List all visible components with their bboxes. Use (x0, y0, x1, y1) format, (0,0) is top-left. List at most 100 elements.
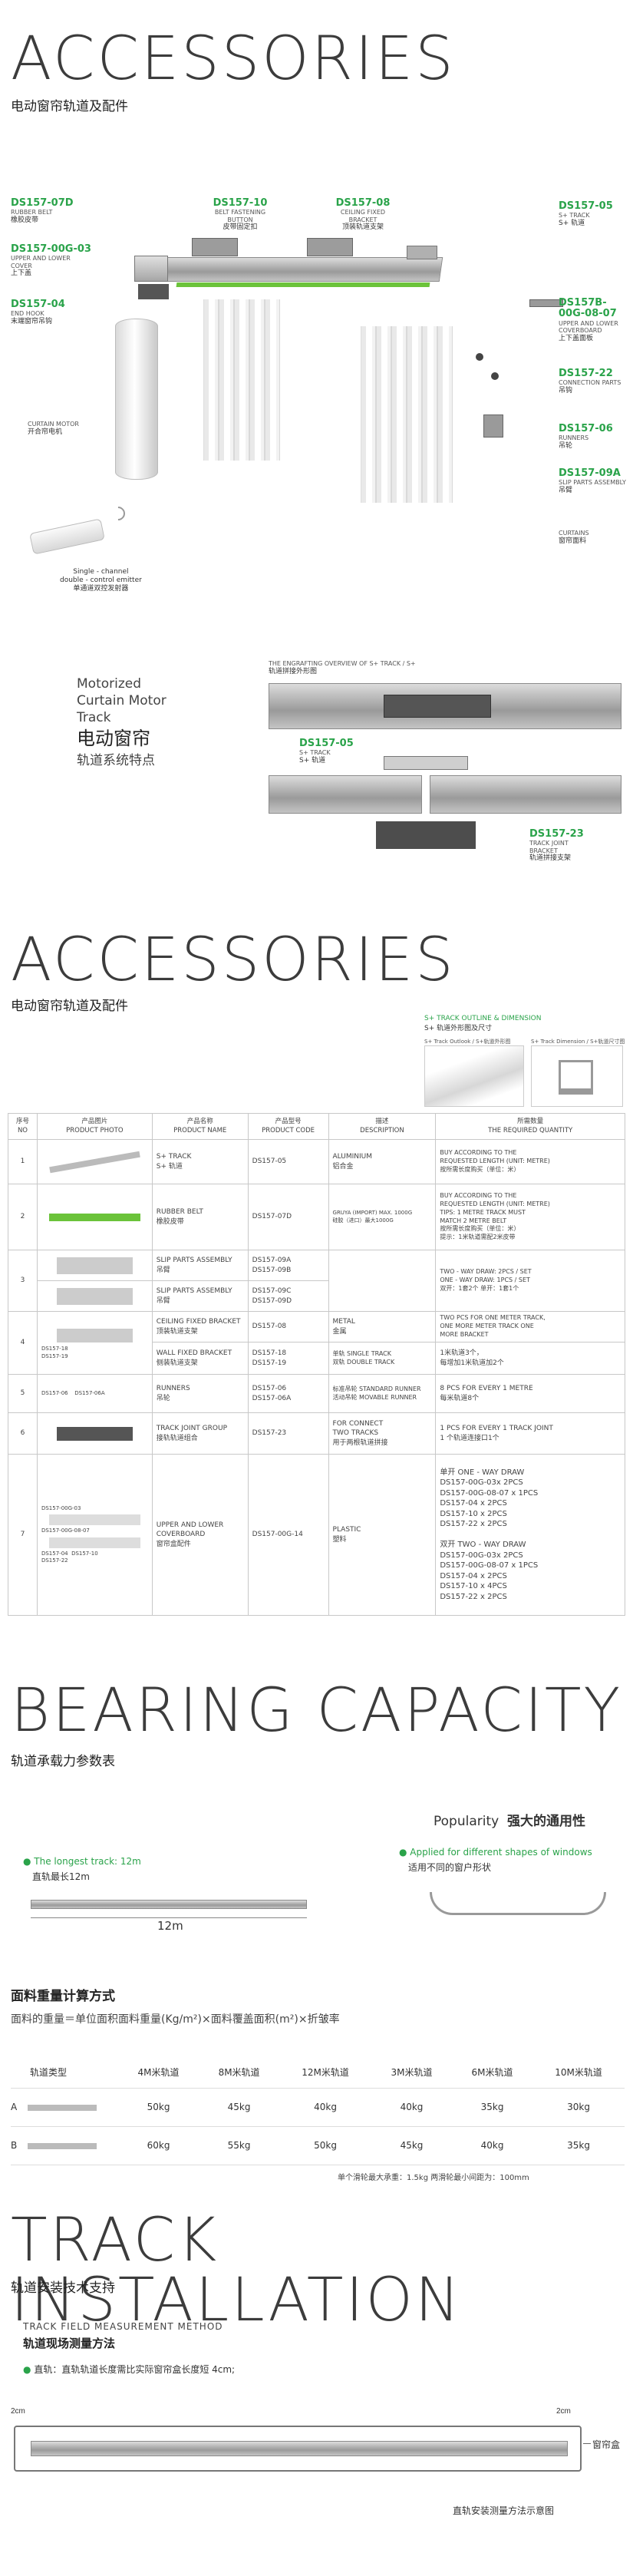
slip-part (483, 414, 503, 438)
track-dimension-image (531, 1045, 623, 1107)
straight-note: ● 直轨：直轨轨道长度需比实际窗帘盒长度短 4cm; (23, 2364, 236, 2375)
label-ds157-10: DS157-10 BELT FASTENING BUTTON 皮带固定扣 (213, 197, 268, 232)
label-ds157b-00g-08-07: DS157B-00G-08-07 UPPER AND LOWER COVERBO… (559, 297, 618, 342)
curtain-fabric-right (361, 326, 453, 503)
window-box-label: 窗帘盒 (592, 2439, 621, 2450)
pointer-line (583, 2443, 591, 2444)
span-line (31, 1917, 307, 1918)
curved-track-shape (430, 1892, 606, 1915)
applied-en: ● Applied for different shapes of window… (399, 1847, 592, 1858)
measure-method-en: TRACK FIELD MEASUREMENT METHOD (23, 2321, 223, 2332)
joint-bracket-top (384, 756, 468, 770)
label-ds157-00g-03: DS157-00G-03 UPPER AND LOWER COVER 上下盖 (11, 243, 91, 278)
table-row: WALL FIXED BRACKET 侧装轨道支架 DS157-18 DS157… (8, 1342, 625, 1375)
right-margin-label: 2cm (556, 2407, 571, 2416)
accessories-subtitle-2: 电动窗帘轨道及配件 (11, 999, 128, 1014)
label-ds157-08: DS157-08 CEILING FIXED BRACKET 顶装轨道支架 (335, 197, 391, 232)
table-row: SLIP PARTS ASSEMBLY 吊臂 DS157-09C DS157-0… (8, 1280, 625, 1312)
label-ds157-04: DS157-04 END HOOK 末端窗帘吊钩 (11, 299, 65, 325)
outline-right-caption: S+ Track Dimension / S+轨道尺寸图 (531, 1039, 625, 1045)
table-row: 1 S+ TRACK S+ 轨道 DS157-05 ALUMINIUM 铝合金 … (8, 1139, 625, 1184)
capacity-row: B 60kg 55kg 50kg 45kg 40kg 35kg (11, 2126, 625, 2165)
hook-icon (476, 353, 483, 361)
photo-cell (36, 1412, 153, 1455)
longest-track-rail (31, 1900, 307, 1909)
track-outlook-image (424, 1045, 524, 1107)
photo-cell (36, 1280, 153, 1312)
track-installation-subtitle: 轨道安装技术支持 (11, 2280, 115, 2296)
longest-track-cn: 直轨最长12m (32, 1871, 90, 1882)
capacity-table: 轨道类型 4M米轨道 8M米轨道 12M米轨道 3M米轨道 6M米轨道 10M米… (11, 2057, 625, 2165)
table-row: 3 SLIP PARTS ASSEMBLY 吊臂 DS157-09A DS157… (8, 1250, 625, 1312)
upper-cover (134, 256, 168, 282)
overview-label-ds157-05: DS157-05 S+ TRACK S+ 轨道 (299, 738, 354, 765)
label-remote: Single - channel double - control emitte… (60, 568, 142, 593)
end-cap (407, 246, 437, 259)
longest-track-en: ● The longest track: 12m (23, 1856, 141, 1867)
span-label: 12m (157, 1919, 183, 1933)
accessories-title-2: ACCESSORIES (11, 926, 456, 995)
label-ds157-07d: DS157-07D RUBBER BELT 橡胶皮带 (11, 197, 74, 224)
capacity-header-row: 轨道类型 4M米轨道 8M米轨道 12M米轨道 3M米轨道 6M米轨道 10M米… (11, 2057, 625, 2089)
signal-icon (108, 504, 128, 523)
table-row: 2 RUBBER BELT 橡胶皮带 DS157-07D GRUYA (IMPO… (8, 1184, 625, 1250)
bearing-capacity-title: BEARING CAPACITY (11, 1676, 623, 1745)
accessories-title: ACCESSORIES (11, 25, 456, 94)
photo-cell (36, 1184, 153, 1250)
photo-cell (36, 1139, 153, 1184)
table-row: 4 DS157-18 DS157-19 CEILING FIXED BRACKE… (8, 1311, 625, 1375)
overview-label-ds157-23: DS157-23 TRACK JOINT BRACKET 轨道拼接支架 (529, 828, 584, 863)
photo-cell: DS157-18 DS157-19 (36, 1311, 153, 1375)
curtain-fabric-left (203, 299, 280, 461)
overview-joint (384, 695, 491, 718)
popularity-heading: Popularity 强大的通用性 (434, 1814, 586, 1829)
measure-method-cn: 轨道现场测量方法 (23, 2337, 116, 2350)
track-installation-title: TRACK INSTALLATION (11, 2206, 463, 2335)
rubber-belt (176, 282, 430, 287)
ceiling-bracket (192, 238, 238, 256)
upper-lower-coverboard (529, 299, 563, 307)
label-ds157-05: DS157-05 S+ TRACK S+ 轨道 (559, 200, 613, 227)
label-curtains: CURTAINS 窗帘面料 (559, 530, 589, 545)
table-row: 5 DS157-06 DS157-06A RUNNERS 吊轮 DS157-06… (8, 1374, 625, 1413)
curtain-box (14, 2426, 582, 2472)
installed-track (31, 2441, 568, 2456)
bearing-capacity-subtitle: 轨道承载力参数表 (11, 1754, 115, 1769)
fabric-title: 面料重量计算方式 (11, 1989, 115, 2004)
applied-cn: 适用不同的窗户形状 (408, 1862, 492, 1873)
exploded-diagram (0, 184, 633, 614)
remote-emitter (29, 518, 105, 555)
photo-cell: DS157-06 DS157-06A (36, 1374, 153, 1413)
capacity-footnote: 单个滑轮最大承重：1.5kg 两滑轮最小间距为：100mm (338, 2174, 529, 2182)
install-caption: 直轨安装测量方法示意图 (453, 2505, 555, 2516)
capacity-table-wrap: 轨道类型 4M米轨道 8M米轨道 12M米轨道 3M米轨道 6M米轨道 10M米… (11, 2057, 625, 2165)
fabric-formula: 面料的重量＝单位面积面料重量(Kg/m²)×面料覆盖面积(m²)×折皱率 (11, 2013, 340, 2026)
hook-icon (491, 372, 499, 380)
label-ds157-09a: DS157-09A SLIP PARTS ASSEMBLY 吊臂 (559, 467, 626, 494)
motorized-block: Motorized Curtain Motor Track 电动窗帘 轨道系统特… (77, 676, 166, 768)
track-section-right (430, 775, 621, 814)
photo-cell (36, 1250, 153, 1281)
outline-heading: S+ TRACK OUTLINE & DIMENSION S+ 轨道外形图及尺寸 (424, 1015, 542, 1032)
track-section-left (269, 775, 422, 814)
track-rail (163, 257, 443, 282)
label-ds157-22: DS157-22 CONNECTION PARTS 吊钩 (559, 368, 621, 395)
table-row: 7 DS157-00G-03 DS157-00G-08-07 DS157-04 … (8, 1454, 625, 1616)
accessories-subtitle: 电动窗帘轨道及配件 (11, 99, 128, 114)
table-row: 6 TRACK JOINT GROUP 接轨轨道组合 DS157-23 FOR … (8, 1412, 625, 1455)
left-margin-label: 2cm (11, 2407, 25, 2416)
photo-cell: DS157-00G-03 DS157-00G-08-07 DS157-04 DS… (36, 1454, 153, 1616)
end-hook (138, 284, 169, 299)
capacity-row: A 50kg 45kg 40kg 40kg 35kg 30kg (11, 2088, 625, 2127)
curtain-motor (115, 319, 158, 480)
label-ds157-06: DS157-06 RUNNERS 吊轮 (559, 423, 613, 450)
